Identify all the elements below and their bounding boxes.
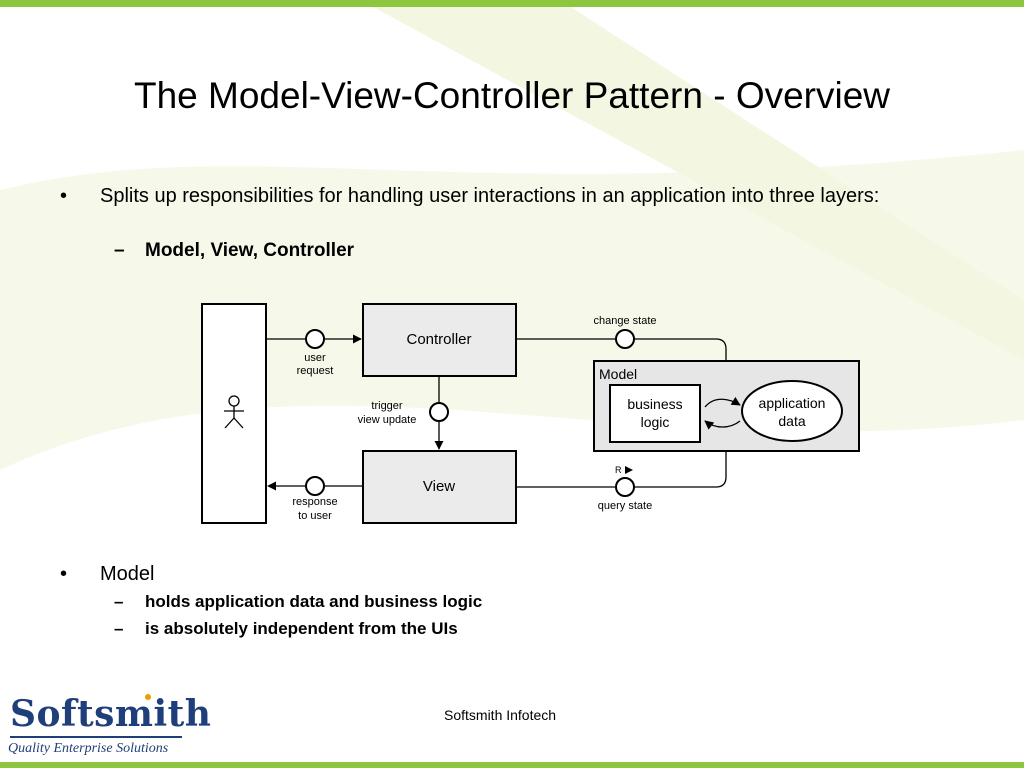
response-label-line1: response [292,496,337,508]
bullet-marker: • [60,563,68,585]
trigger-view-update-port-icon [429,402,449,422]
business-logic-box [609,384,701,443]
user-request-port-icon [305,329,325,349]
sub-bullet-text: holds application data and business logi… [145,592,483,611]
response-to-user-port-icon [305,476,325,496]
controller-label: Controller [406,331,471,348]
bullet-text: Splits up responsibilities for handling … [100,185,880,207]
view-label: View [423,478,455,495]
change-state-port-icon [615,329,635,349]
data-to-logic-arrow [704,420,741,430]
sub-bullet-marker: – [114,592,124,611]
application-data-label-line1: application [759,395,826,411]
user-request-label-line2: request [297,365,334,377]
bullet-marker: • [60,185,68,207]
user-request-label-line1: user [304,352,326,364]
trigger-label-line1: trigger [371,400,403,412]
query-state-label: query state [598,500,652,512]
company-logo-area [0,678,196,764]
footer-text: Softsmith Infotech [444,707,557,723]
sub-bullet-marker: – [114,240,125,261]
view-box [362,450,517,524]
query-state-connector [516,451,727,488]
logo-name: Softsmith [10,693,212,735]
sub-bullet-text: is absolutely independent from the UIs [145,619,458,638]
logo-dot-icon [145,694,151,700]
business-logic-label-line1: business [627,396,682,412]
sub-bullet-text: Model, View, Controller [145,240,355,261]
sub-bullet-marker: – [114,619,124,638]
trigger-label-line2: view update [358,414,417,426]
application-data-ellipse [741,380,843,442]
response-label-line2: to user [298,510,332,522]
bullet-text: Model [100,563,155,585]
application-data-label-line2: data [778,413,805,429]
logo-divider [10,736,182,738]
model-label: Model [599,366,637,382]
change-state-connector [516,338,727,361]
query-state-port-icon [615,477,635,497]
query-r-arrow-icon [625,466,633,474]
bottom-accent-bar [0,762,1024,768]
business-logic-label-line2: logic [641,414,670,430]
controller-box [362,303,517,377]
query-r-marker: R [615,465,622,475]
logo-tagline: Quality Enterprise Solutions [8,741,169,756]
logic-to-data-arrow [704,396,741,408]
user-stick-figure-icon [224,395,244,429]
slide-title: The Model-View-Controller Pattern - Over… [133,75,891,116]
top-accent-bar [0,0,1024,7]
mvc-diagram: Controller View Model business logic app… [201,303,860,524]
change-state-label: change state [594,315,657,327]
